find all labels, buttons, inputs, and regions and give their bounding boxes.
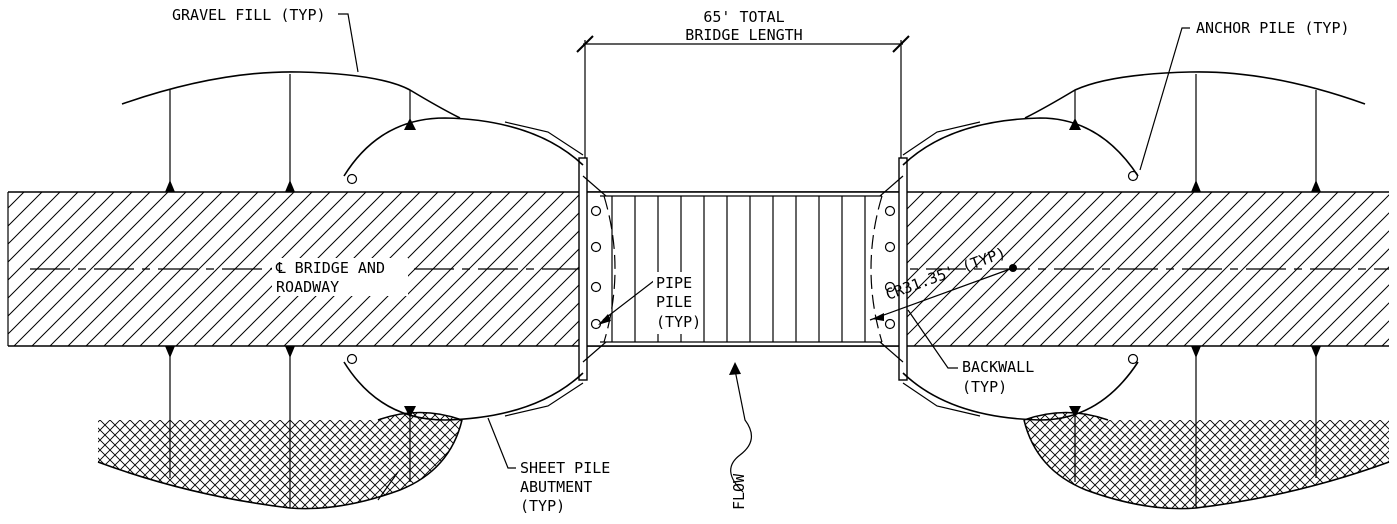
radius-center-dot	[1009, 264, 1017, 272]
arc-dashed-left	[603, 195, 616, 343]
pipe-pile-label-line3: (TYP)	[656, 313, 701, 331]
gravel-fill-bottom-right	[1023, 346, 1390, 510]
backwall-label-line2: (TYP)	[962, 378, 1007, 396]
centerline-label-line1: ℄ BRIDGE AND	[275, 259, 385, 277]
backwall-right	[879, 157, 908, 381]
gravel-fill-label: GRAVEL FILL (TYP)	[172, 6, 326, 24]
sheet-pile-label-line2: ABUTMENT	[520, 478, 592, 496]
flow-label: FLOW	[730, 473, 748, 510]
sheet-pile-label-line3: (TYP)	[520, 497, 565, 515]
bridge-length-label-line1: 65' TOTAL	[703, 8, 784, 26]
gravel-fill-top-left	[121, 71, 461, 192]
gravel-fill-bottom-left	[97, 346, 463, 510]
backwall-left	[578, 157, 607, 381]
pipe-pile-arrow-head	[598, 314, 611, 325]
pipe-pile-label-line2: PILE	[656, 293, 692, 311]
flow-arrow-head	[729, 362, 741, 375]
backwall-label-line1: BACKWALL	[962, 358, 1034, 376]
sheet-pile-label-line1: SHEET PILE	[520, 459, 610, 477]
gravel-fill-top-right	[1024, 71, 1366, 192]
leader-lines	[338, 13, 1190, 501]
bridge-deck	[583, 191, 903, 347]
pipe-piles-right	[884, 205, 896, 330]
anchor-pile-label: ANCHOR PILE (TYP)	[1196, 19, 1350, 37]
bridge-length-label-line2: BRIDGE LENGTH	[685, 26, 802, 44]
arc-dashed-right	[870, 195, 883, 343]
bridge-length-dimension	[576, 35, 910, 158]
radius-arrow-head	[872, 313, 884, 321]
pipe-pile-label-line1: PIPE	[656, 274, 692, 292]
centerline-label-line2: ROADWAY	[276, 278, 339, 296]
